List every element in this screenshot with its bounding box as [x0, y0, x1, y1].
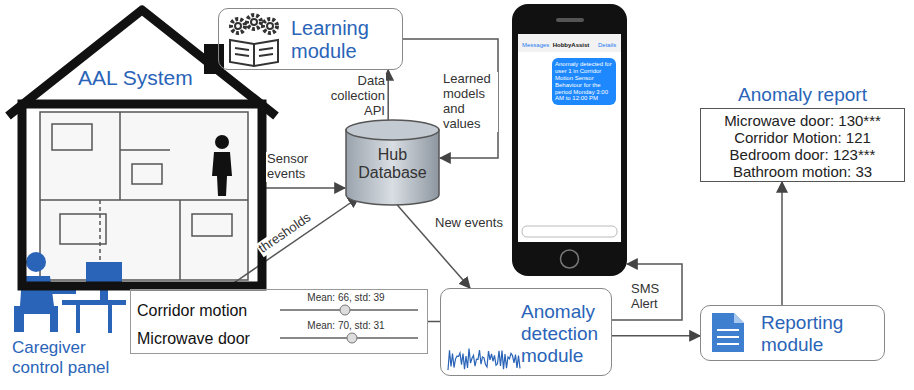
edge-label: SMS Alert: [630, 282, 680, 312]
process-box: Learning module: [218, 8, 403, 70]
report-box: Anomaly reportMicrowave door: 130***Corr…: [700, 84, 905, 182]
node-title: Anomaly detection module: [521, 301, 609, 367]
house-outline: [8, 4, 276, 292]
node-text: Mean: 66, std: 39: [291, 292, 401, 304]
flow-arrow: [781, 182, 783, 305]
node-title: Reporting module: [761, 312, 879, 356]
control-panel: Corridor motion Mean: 66, std: 39 Microwav…: [130, 289, 428, 354]
node-title: AAL System: [78, 66, 193, 90]
anomaly-chart-icon: [448, 349, 520, 370]
flow-arrow: [387, 70, 389, 125]
node-text: Mean: 70, std: 31: [291, 320, 401, 332]
edge-label: Learned models and values: [442, 72, 498, 132]
edge-label: Data collection API: [318, 74, 386, 119]
person-icon: [212, 135, 232, 196]
node-title: Hub Database: [349, 146, 436, 183]
edge-label: thresholds: [255, 209, 315, 256]
caregiver-icon: [14, 252, 126, 333]
node-title: Learning module: [291, 17, 396, 63]
flow-arrow: [612, 335, 700, 337]
house-system: AAL System: [8, 4, 276, 292]
node-text: Bathroom motion: 33: [700, 163, 905, 180]
flow-arrow: [428, 321, 440, 323]
flow-arrow: [612, 264, 682, 320]
node-text: Bedroom door: 123***: [700, 146, 905, 163]
node-title: Anomaly report: [700, 84, 905, 106]
floor-plan: [40, 112, 248, 280]
node-text: Microwave door: [137, 330, 250, 348]
edge-label: New events: [434, 216, 504, 231]
phone-screen: MessagesHobbyAssist DetailsAnomaly detect…: [512, 4, 627, 276]
node-text: Details: [598, 42, 616, 49]
learning-icon: [230, 15, 278, 66]
process-box: Anomaly detection module: [440, 288, 612, 376]
edge-label: Sensor events: [266, 152, 340, 182]
node-text: HobbyAssist: [548, 42, 594, 49]
caption-label: Caregiver control panel: [12, 338, 128, 377]
flow-arrow: [225, 197, 359, 289]
threshold-slider: [280, 305, 418, 343]
node-title: Corridor motion: [137, 302, 247, 320]
node-text: Microwave door: 130***: [700, 112, 905, 129]
node-text: Anomaly detected for user 1 in Corridor …: [552, 58, 616, 105]
node-text: Corridor Motion: 121: [700, 129, 905, 146]
document-icon: [712, 313, 744, 352]
process-box: Reporting module: [700, 305, 885, 361]
node-title: Messages: [522, 42, 549, 49]
database-cylinder: Hub Database: [345, 120, 440, 205]
flow-arrow: [262, 187, 345, 189]
